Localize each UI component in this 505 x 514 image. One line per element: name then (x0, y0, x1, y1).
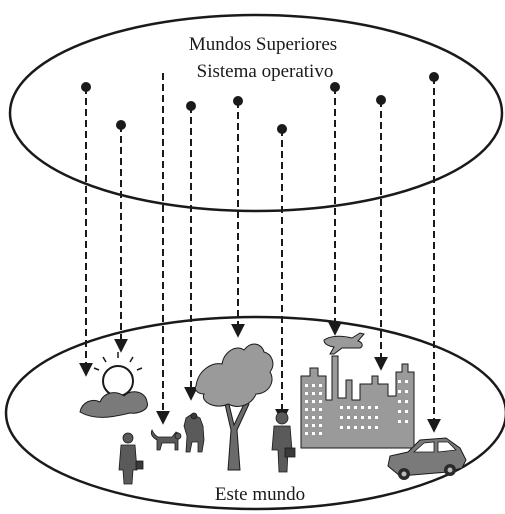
tree-icon (194, 343, 274, 471)
upper-world-ellipse (8, 13, 504, 213)
connector-dots (81, 72, 439, 134)
cat-icon (150, 429, 182, 451)
cloud-sun-icon (79, 352, 148, 418)
businessman-icon (271, 411, 296, 473)
lower-world-title: Este mundo (215, 484, 305, 505)
connectors (79, 73, 441, 433)
upper-world-title-line1: Mundos Superiores (189, 34, 337, 55)
airplane-icon (323, 332, 365, 355)
car-icon (387, 437, 467, 480)
dog-icon (183, 412, 205, 453)
upper-world-title-line2: Sistema operativo (197, 61, 334, 82)
person-left-icon (118, 432, 144, 485)
lower-world-ellipse (4, 315, 505, 511)
city-icon (300, 355, 415, 449)
